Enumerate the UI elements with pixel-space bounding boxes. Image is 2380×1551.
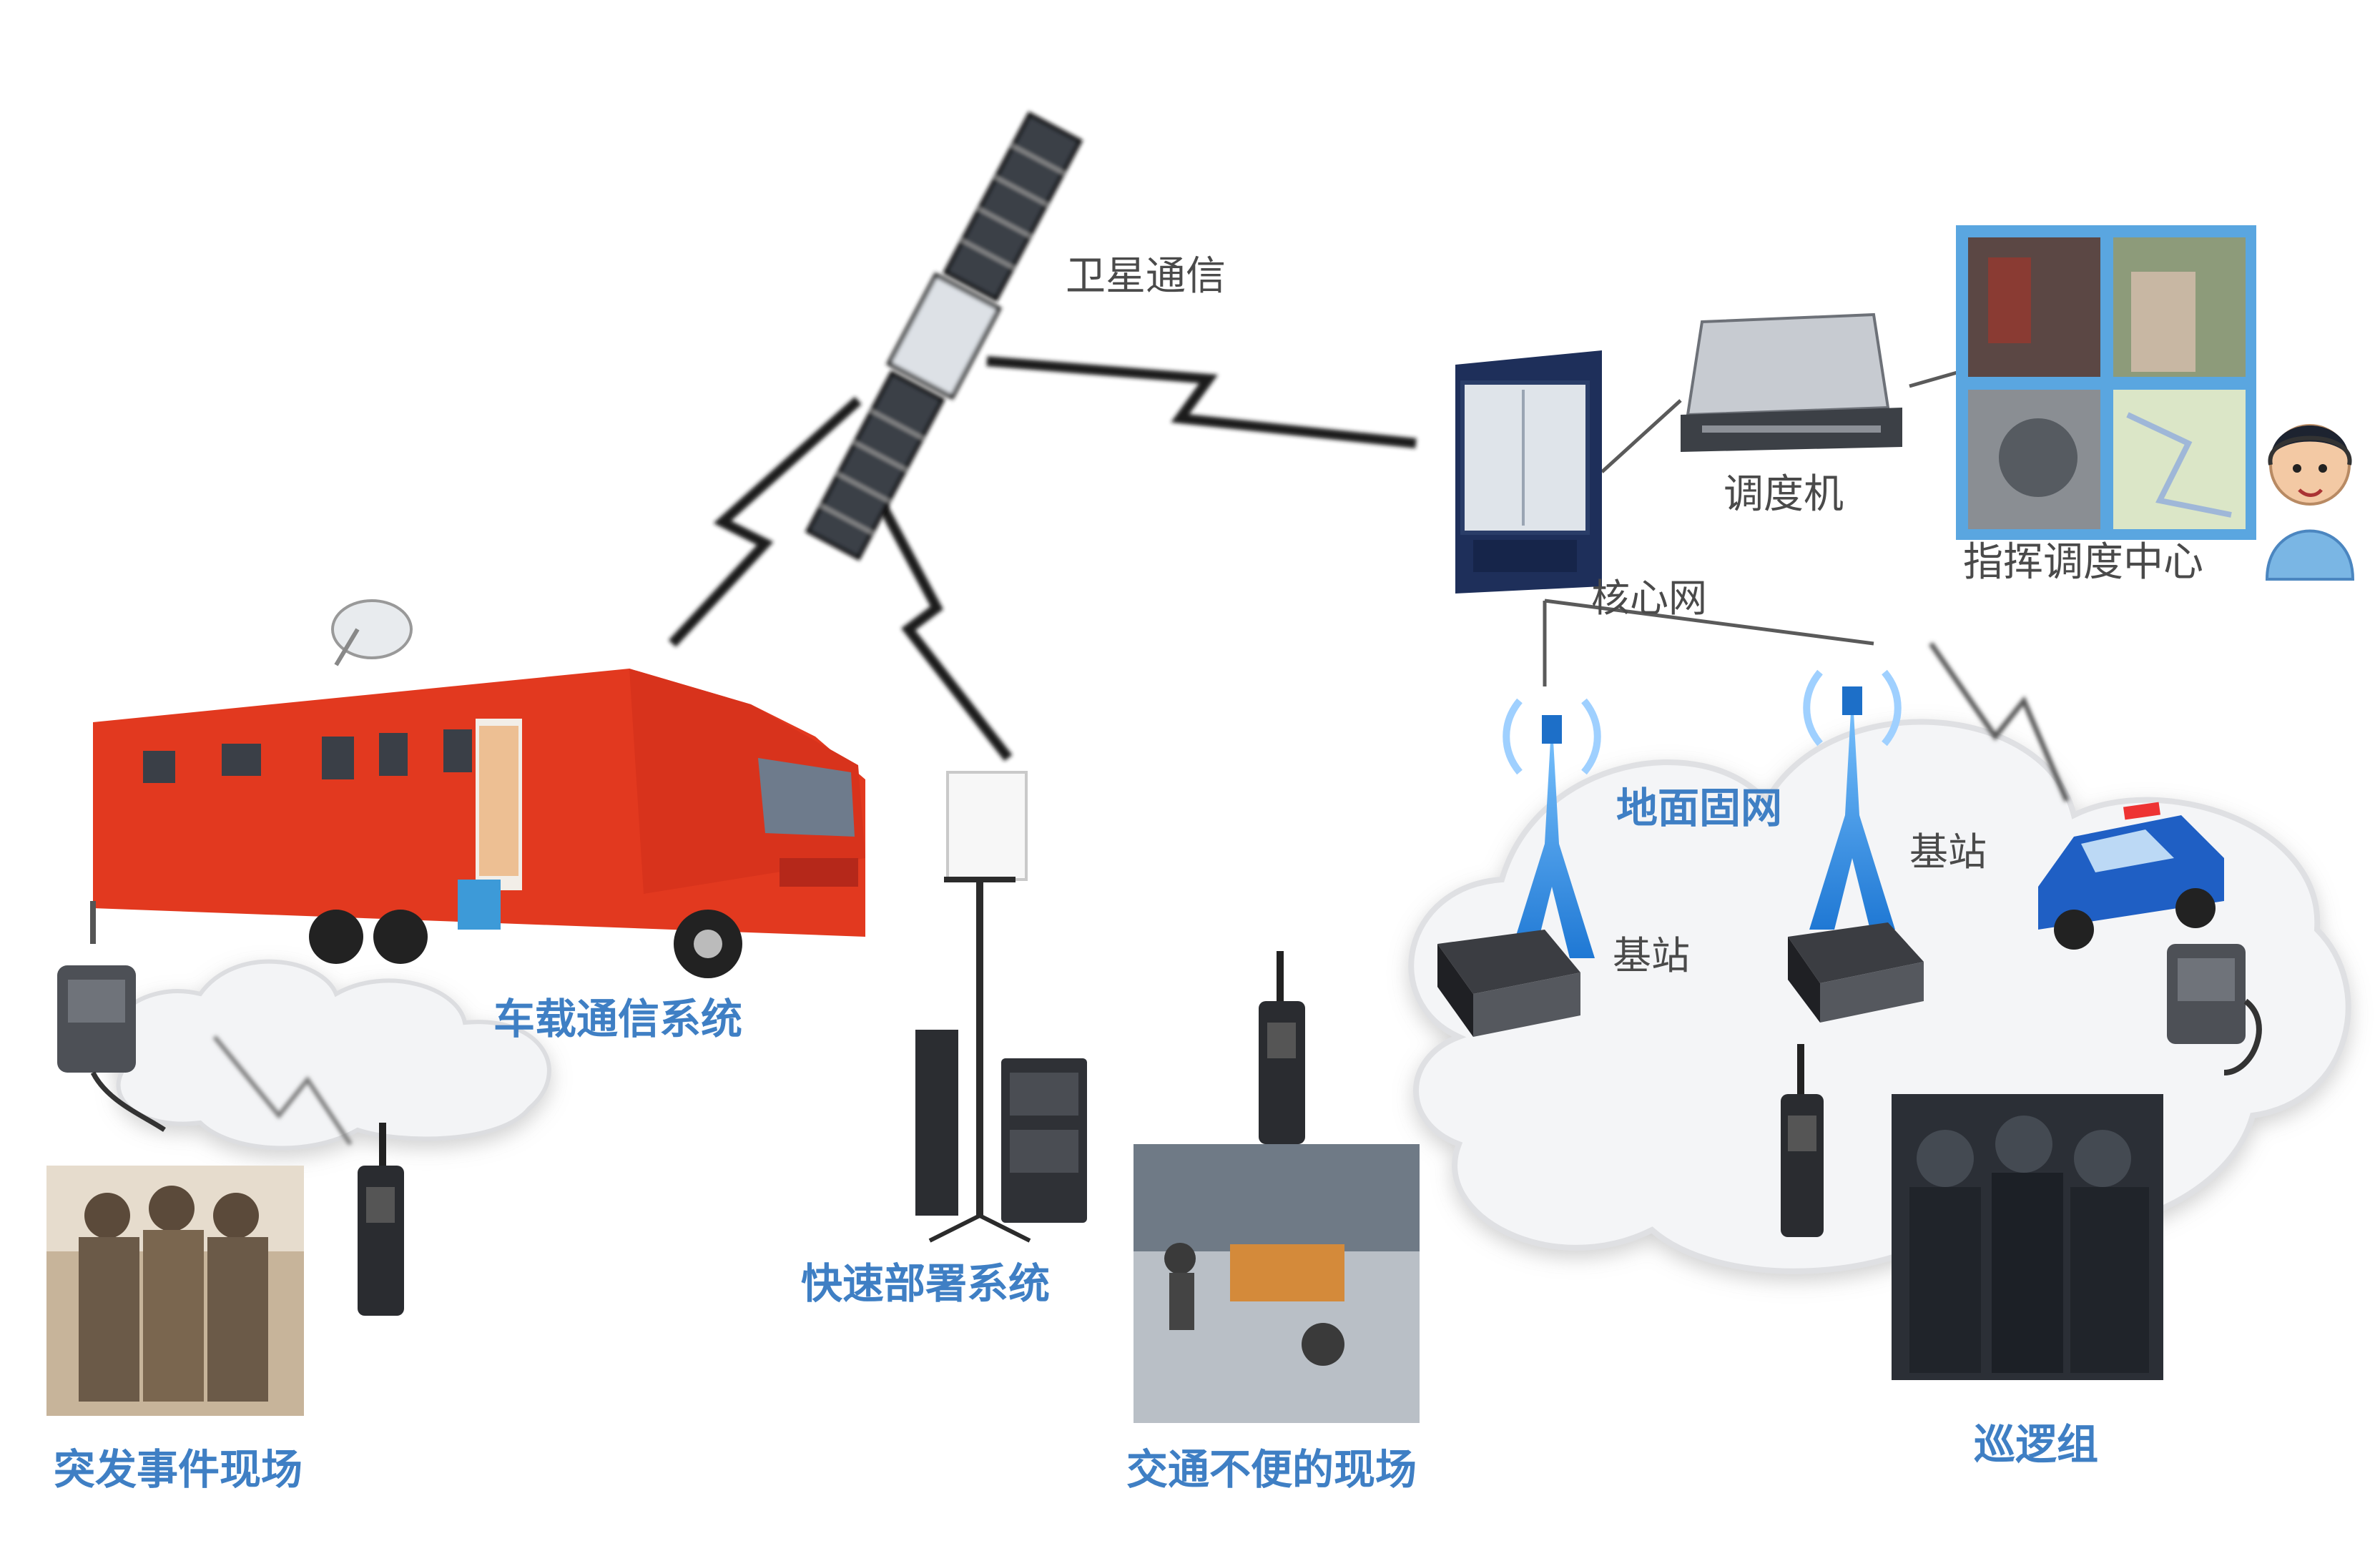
operator-icon	[2265, 424, 2355, 581]
antenna-mast-icon	[928, 771, 1031, 1243]
radio-device-icon	[2167, 944, 2262, 1075]
tower-icon	[1503, 698, 1601, 958]
rapid-deploy-equipment	[915, 1030, 1087, 1223]
vehicle-to-incident-link	[212, 1035, 353, 1146]
base-station-label-2: 基站	[1613, 933, 1690, 978]
ground-fixed-network-label: 地面固网	[1616, 784, 1782, 832]
core-lines	[1543, 370, 1960, 686]
base-station-label-1: 基站	[1909, 829, 1987, 875]
radio-device-icon	[57, 965, 166, 1132]
satellite-comm-label: 卫星通信	[1066, 253, 1226, 300]
wireless-links	[212, 356, 2070, 1146]
incident-scene-label: 突发事件现场	[54, 1445, 303, 1494]
satellite-to-rapid-link	[875, 498, 1013, 762]
incident-scene-photo	[46, 1166, 304, 1416]
satellite-icon	[805, 111, 1083, 561]
basestation-to-car-link	[1929, 642, 2070, 802]
patrol-group-photo	[1892, 1094, 2163, 1380]
traffic-scene-label: 交通不便的现场	[1126, 1445, 1417, 1494]
command-center-label: 指挥调度中心	[1963, 539, 2203, 586]
radio-device-icon	[1788, 922, 1924, 1023]
police-car-icon	[2038, 802, 2224, 950]
patrol-group-label: 巡逻组	[1974, 1420, 2098, 1469]
traffic-scene-photo	[1134, 1144, 1420, 1423]
rapid-deploy-system-label: 快速部署系统	[801, 1259, 1050, 1308]
truck-icon	[90, 599, 865, 978]
left-cloud	[108, 959, 551, 1151]
dispatcher-device-icon	[1681, 312, 1902, 452]
dispatcher-label: 调度机	[1723, 471, 1844, 518]
vehicle-comm-system-label: 车载通信系统	[493, 995, 742, 1043]
radio-device-icon	[1437, 930, 1580, 1037]
rack-server-icon	[1455, 350, 1602, 594]
video-wall-icon	[1956, 225, 2256, 540]
walkie-talkie-icon	[358, 1123, 404, 1316]
satellite-to-core-link	[986, 356, 1417, 448]
walkie-talkie-icon	[1781, 1044, 1824, 1237]
core-network-label: 核心网	[1591, 576, 1707, 621]
walkie-talkie-icon	[1259, 951, 1305, 1144]
tower-icon	[1803, 669, 1902, 930]
satellite-to-vehicle-link	[668, 396, 862, 647]
